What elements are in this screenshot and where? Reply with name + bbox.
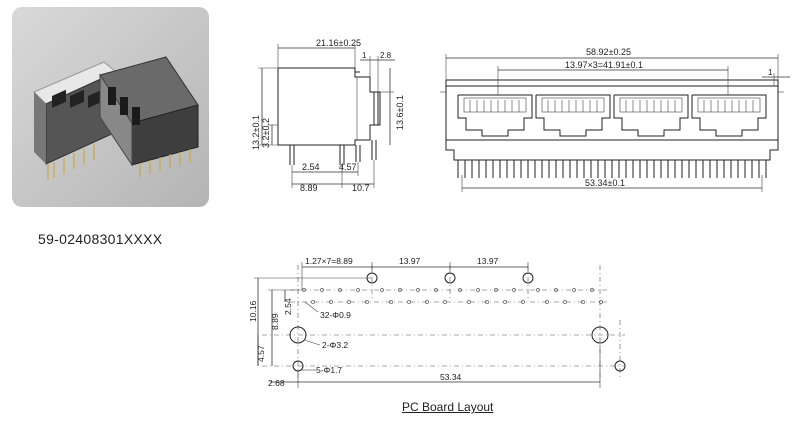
pin-hole: [320, 288, 324, 292]
side-right-height-label: 13.6±0.1: [395, 95, 405, 130]
front-bottom-label: 53.34±0.1: [585, 178, 625, 188]
pcb-pitch-pins-label: 1.27×7=8.89: [305, 256, 353, 266]
side-top-small2-label: 2.8: [380, 51, 392, 60]
pin-hole: [407, 300, 411, 304]
pin-hole: [458, 288, 462, 292]
rj45-port-outline: [535, 94, 611, 137]
pin-hole: [563, 300, 567, 304]
pcb-left-c-label: 2.54: [283, 298, 293, 315]
pin-hole: [521, 300, 525, 304]
pcb-holes-b-label: 2-Φ3.2: [322, 340, 348, 350]
side-bottom-a-label: 2.54: [302, 162, 320, 172]
pin-hole: [554, 288, 558, 292]
side-left-height-label: 13.2±0.1: [251, 115, 261, 150]
pin-hole: [503, 300, 507, 304]
mounting-hole: [289, 326, 307, 344]
pin-hole: [494, 288, 498, 292]
part-number: 59-02408301XXXX: [38, 231, 163, 247]
side-top-small-label: 1: [362, 51, 367, 60]
front-right-small-label: 1: [768, 68, 773, 77]
pcb-pitch-b-label: 13.97: [477, 256, 499, 266]
mounting-hole: [591, 326, 609, 344]
pin-hole: [398, 288, 402, 292]
shield-hole: [444, 272, 456, 284]
port-inner: [619, 97, 683, 113]
rj45-port-outline: [457, 94, 533, 137]
pin-hole: [302, 288, 306, 292]
port-inner: [541, 97, 605, 113]
pin-hole: [389, 300, 393, 304]
front-overall-label: 58.92±0.25: [586, 47, 631, 57]
pin-hole: [416, 288, 420, 292]
port-inner: [697, 97, 761, 113]
pin-hole: [512, 288, 516, 292]
pcb-left-d-label: 4.57: [256, 345, 266, 362]
rj45-connector-photo-icon: [33, 56, 199, 180]
pin-hole: [347, 300, 351, 304]
pcb-holes-a-label: 32-Φ0.9: [320, 310, 351, 320]
pin-hole: [536, 288, 540, 292]
pin-hole: [545, 300, 549, 304]
pin-hole: [329, 300, 333, 304]
pcb-layout: 1.27×7=8.89 13.97 13.97 10.16 8.89 2.54 …: [248, 256, 626, 388]
pcb-pitch-a-label: 13.97: [399, 256, 421, 266]
rj45-port-outline: [691, 94, 767, 137]
front-pitch-label: 13.97×3=41.91±0.1: [565, 60, 643, 70]
side-bottom-d-label: 10.7: [352, 183, 370, 193]
side-bottom-b-label: 4.57: [339, 162, 357, 172]
side-bottom-c-label: 8.89: [300, 183, 318, 193]
pin-hole: [434, 288, 438, 292]
pin-hole: [581, 300, 585, 304]
front-view: 58.92±0.25 13.97×3=41.91±0.1 1 53.34±0.1: [440, 47, 790, 192]
port-inner: [463, 97, 527, 113]
side-left-height2-label: 3.2±0.2: [261, 118, 271, 148]
side-width-label: 21.16±0.25: [316, 38, 361, 48]
pin-hole: [599, 300, 603, 304]
pin-hole: [590, 288, 594, 292]
pcb-layout-title: PC Board Layout: [402, 400, 494, 414]
pcb-bottom-span-label: 53.34: [440, 372, 462, 382]
pin-hole: [485, 300, 489, 304]
pcb-holes-c-label: 5-Φ1.7: [316, 365, 342, 375]
pin-hole: [380, 288, 384, 292]
pin-hole: [338, 288, 342, 292]
rj45-port-outline: [613, 94, 689, 137]
pcb-left-b-label: 8.89: [270, 313, 280, 330]
pin-hole: [476, 288, 480, 292]
pcb-left-a-label: 10.16: [248, 300, 258, 322]
product-photo: [12, 7, 209, 207]
pin-hole: [356, 288, 360, 292]
pin-hole: [572, 288, 576, 292]
pin-hole: [425, 300, 429, 304]
side-view: 21.16±0.25 1 2.8 13.2±0.1 3.2±0.2 13.6±0…: [251, 38, 405, 193]
pin-hole: [443, 300, 447, 304]
pin-hole: [311, 300, 315, 304]
pin-hole: [467, 300, 471, 304]
shield-hole: [522, 272, 534, 284]
pcb-bottom-left-label: 2.68: [268, 378, 285, 388]
pin-hole: [365, 300, 369, 304]
shield-hole: [614, 360, 626, 372]
